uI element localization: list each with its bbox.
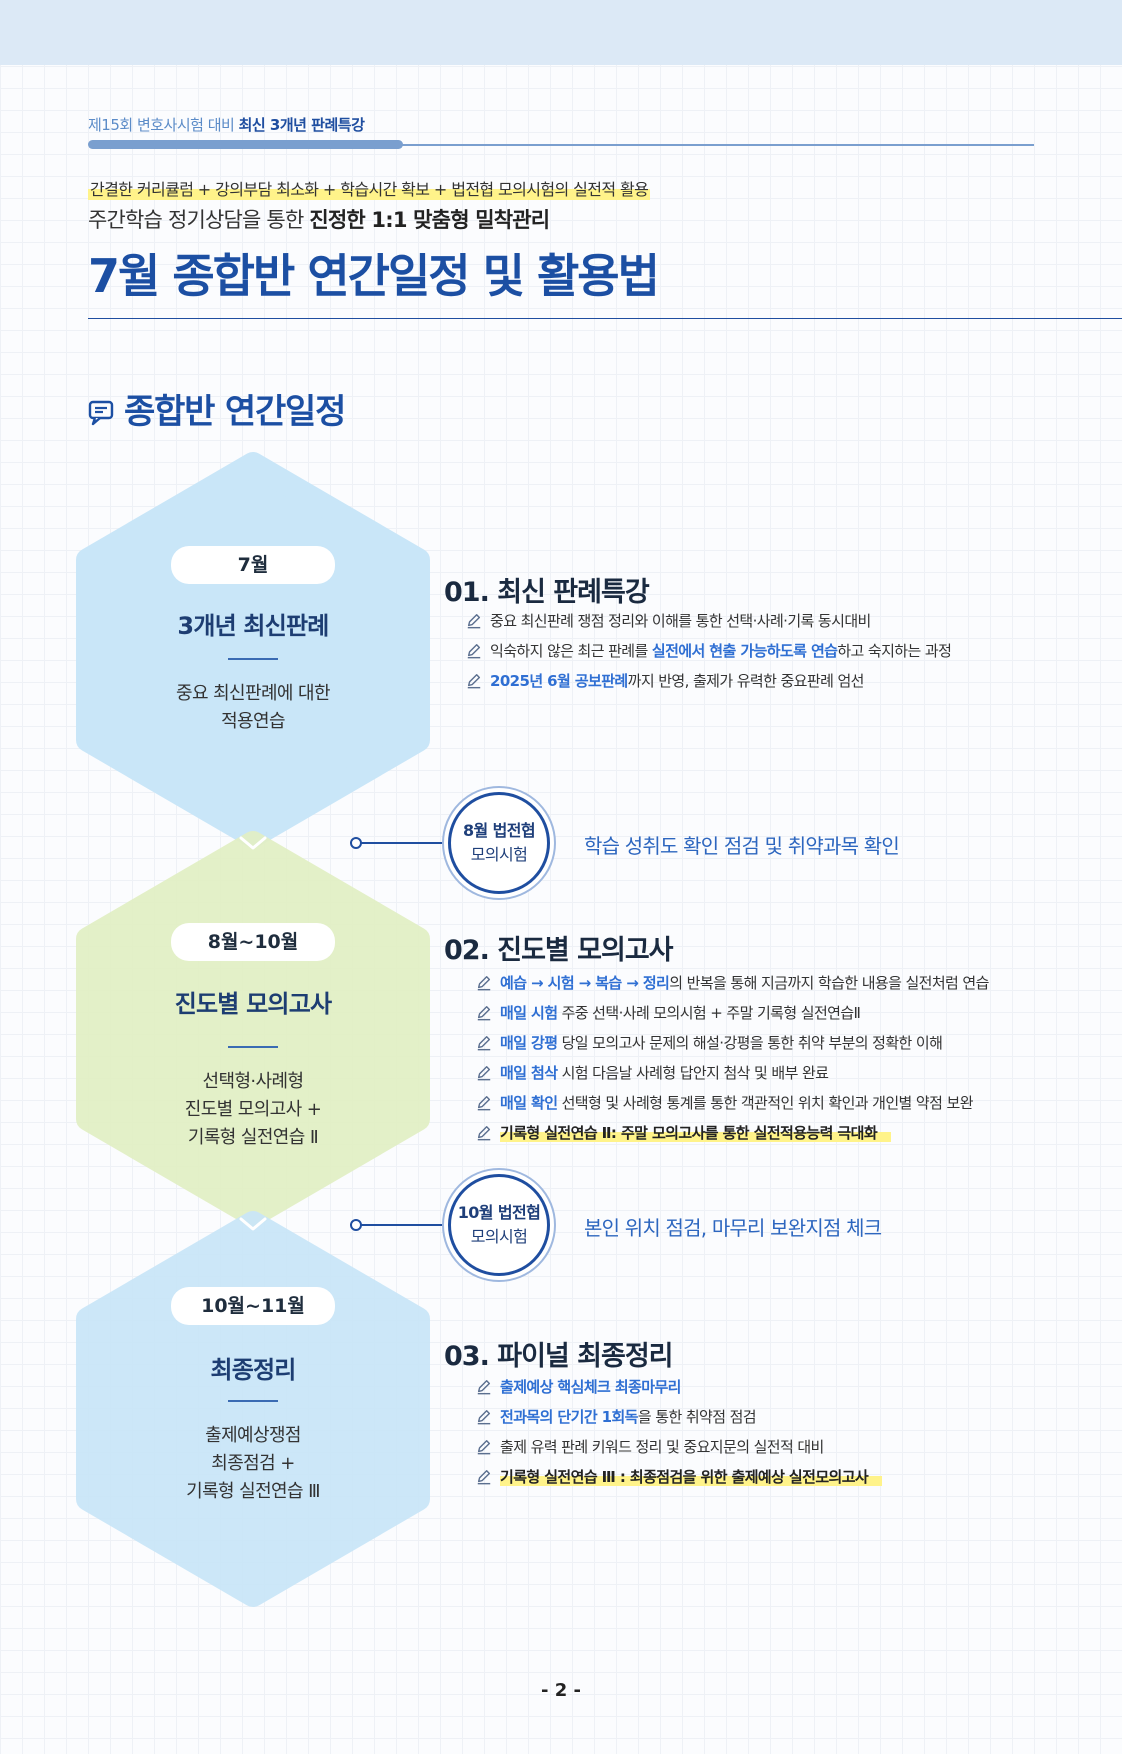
kicker-bar bbox=[88, 140, 403, 149]
pencil-icon bbox=[476, 1437, 494, 1464]
pencil-icon bbox=[476, 1063, 494, 1090]
phase-title: 진도별 모의고사 bbox=[174, 990, 332, 1018]
pencil-icon bbox=[476, 1123, 494, 1150]
summary-line: 간결한 커리큘럼 + 강의부담 최소화 + 학습시간 확보 + 법전협 모의시험… bbox=[88, 176, 651, 200]
kicker-line bbox=[400, 144, 1034, 146]
list-item: 2025년 6월 공보판례까지 반영, 출제가 유력한 중요판례 엄선 bbox=[466, 668, 951, 698]
section-heading: 02. 진도별 모의고사 bbox=[444, 935, 674, 966]
pencil-icon bbox=[476, 973, 494, 1000]
list-item: 중요 최신판례 쟁점 정리와 이해를 통한 선택·사례·기록 동시대비 bbox=[466, 608, 951, 638]
pencil-icon bbox=[476, 1003, 494, 1030]
list-item: 매일 시험 주중 선택·사례 모의시험 + 주말 기록형 실전연습Ⅱ bbox=[476, 1000, 989, 1030]
title-divider bbox=[88, 318, 1122, 319]
kicker: 제15회 변호사시험 대비 최신 3개년 판례특강 bbox=[88, 116, 365, 134]
list-item: 예습 → 시험 → 복습 → 정리의 반복을 통해 지금까지 학습한 내용을 실… bbox=[476, 970, 989, 1000]
top-band bbox=[0, 0, 1122, 65]
list-item: 기록형 실전연습 Ⅲ : 최종점검을 위한 출제예상 실전모의고사 bbox=[476, 1464, 883, 1494]
page-title: 7월 종합반 연간일정 및 활용법 bbox=[88, 249, 660, 303]
section-title: 종합반 연간일정 bbox=[86, 384, 346, 433]
pencil-icon bbox=[476, 1093, 494, 1120]
section-heading: 01. 최신 판례특강 bbox=[444, 577, 650, 608]
section-items: 예습 → 시험 → 복습 → 정리의 반복을 통해 지금까지 학습한 내용을 실… bbox=[476, 970, 989, 1150]
phase-divider bbox=[228, 1046, 278, 1048]
list-item: 매일 강평 당일 모의고사 문제의 해설·강평을 통한 취약 부분의 정확한 이… bbox=[476, 1030, 989, 1060]
section-heading: 03. 파이널 최종정리 bbox=[444, 1341, 674, 1372]
connector-line bbox=[361, 842, 443, 844]
phase-title: 3개년 최신판례 bbox=[177, 612, 329, 640]
connector-line bbox=[361, 1224, 443, 1226]
subtitle-line: 주간학습 정기상담을 통한 진정한 1:1 맞춤형 밀착관리 bbox=[88, 208, 550, 232]
list-item: 매일 첨삭 시험 다음날 사례형 답안지 첨삭 및 배부 완료 bbox=[476, 1060, 989, 1090]
page-number: - 2 - bbox=[541, 1680, 581, 1701]
pencil-icon bbox=[476, 1467, 494, 1494]
period-pill: 8월~10월 bbox=[171, 923, 335, 961]
pencil-icon bbox=[476, 1407, 494, 1434]
hexagon-phase-2 bbox=[76, 831, 430, 1227]
chevron-down-icon bbox=[239, 1217, 267, 1231]
list-item: 익숙하지 않은 최근 판례를 실전에서 현출 가능하도록 연습하고 숙지하는 과… bbox=[466, 638, 952, 668]
list-item: 매일 확인 선택형 및 사례형 통계를 통한 객관적인 위치 확인과 개인별 약… bbox=[476, 1090, 989, 1120]
pencil-icon bbox=[476, 1033, 494, 1060]
list-item: 기록형 실전연습 Ⅱ: 주말 모의고사를 통한 실전적용능력 극대화 bbox=[476, 1120, 989, 1150]
exam-description: 본인 위치 점검, 마무리 보완지점 체크 bbox=[584, 1216, 882, 1240]
phase-divider bbox=[228, 1400, 278, 1402]
hexagon-phase-3 bbox=[76, 1211, 430, 1607]
phase-title: 최종정리 bbox=[210, 1356, 296, 1384]
list-item: 출제예상 핵심체크 최종마무리 bbox=[476, 1374, 882, 1404]
period-pill: 7월 bbox=[171, 546, 335, 584]
pencil-icon bbox=[466, 611, 484, 638]
exam-description: 학습 성취도 확인 점검 및 취약과목 확인 bbox=[584, 834, 900, 858]
pencil-icon bbox=[466, 671, 484, 698]
speech-bubble-icon bbox=[88, 400, 114, 426]
list-item: 전과목의 단기간 1회독을 통한 취약점 점검 bbox=[476, 1404, 882, 1434]
pencil-icon bbox=[466, 641, 484, 668]
pencil-icon bbox=[476, 1377, 494, 1404]
phase-divider bbox=[228, 658, 278, 660]
list-item: 출제 유력 판례 키워드 정리 및 중요지문의 실전적 대비 bbox=[476, 1434, 882, 1464]
hexagon-phase-1 bbox=[76, 452, 430, 848]
period-pill: 10월~11월 bbox=[171, 1287, 335, 1325]
chevron-down-icon bbox=[239, 836, 267, 850]
